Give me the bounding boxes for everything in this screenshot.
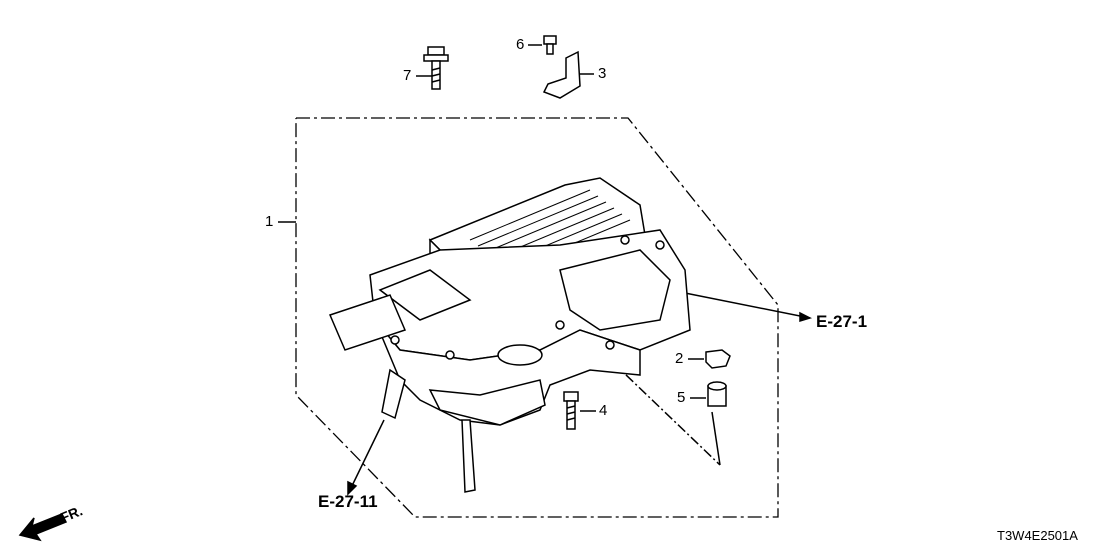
clip-2 <box>705 349 731 369</box>
power-control-unit <box>328 177 691 493</box>
part-number-1: 1 <box>265 213 274 230</box>
part-number-3: 3 <box>598 65 607 82</box>
nut-5 <box>707 381 727 407</box>
reference-e-27-1[interactable]: E-27-1 <box>816 312 868 331</box>
part-number-2: 2 <box>675 350 684 367</box>
front-arrow-icon <box>18 513 68 542</box>
part-number-4: 4 <box>599 402 608 419</box>
bolt-7 <box>423 46 449 90</box>
bolt-6 <box>543 35 557 55</box>
diagram-code: T3W4E2501A <box>997 528 1078 543</box>
assembly-boundary <box>295 117 779 518</box>
part-number-7: 7 <box>403 67 412 84</box>
bracket-3 <box>542 50 581 99</box>
bolt-4 <box>563 391 579 430</box>
reference-e-27-11[interactable]: E-27-11 <box>318 492 378 511</box>
part-number-5: 5 <box>677 389 686 406</box>
part-number-6: 6 <box>516 36 525 53</box>
